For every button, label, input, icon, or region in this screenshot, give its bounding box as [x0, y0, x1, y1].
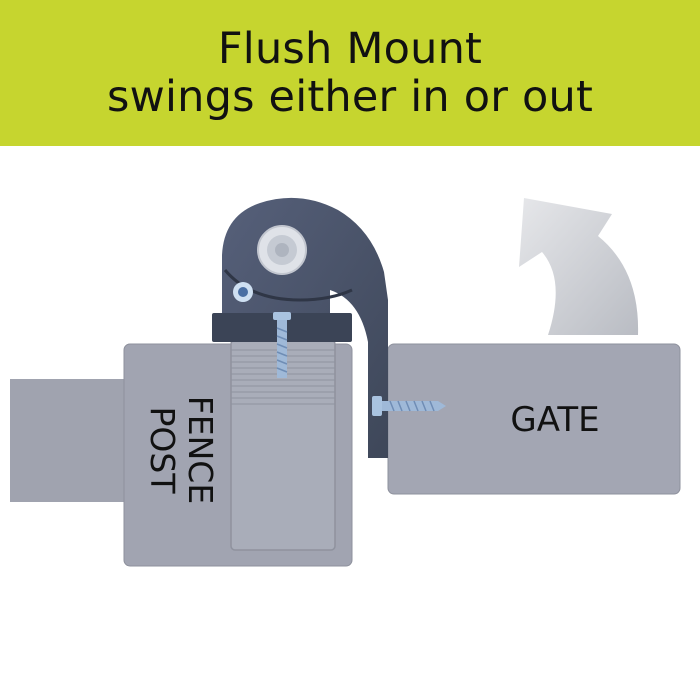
- hinge-illustration: [10, 197, 681, 567]
- fence-label-line-2: POST: [142, 406, 182, 494]
- title-line-2: swings either in or out: [107, 72, 593, 122]
- gate-label: GATE: [510, 400, 600, 440]
- fence-rail: [10, 379, 135, 502]
- title-banner: Flush Mount swings either in or out: [0, 0, 700, 146]
- title-line-1: Flush Mount: [217, 24, 483, 74]
- fence-post-label: FENCE POST: [126, 390, 236, 510]
- hinge-diagram: [0, 146, 700, 700]
- curved-arrow-icon: [519, 198, 639, 335]
- bolt-icon: [257, 225, 307, 275]
- gate-screw-icon: [372, 396, 446, 416]
- set-screw-icon: [233, 282, 253, 302]
- screw-icon: [273, 312, 291, 378]
- fence-label-line-1: FENCE: [180, 395, 220, 505]
